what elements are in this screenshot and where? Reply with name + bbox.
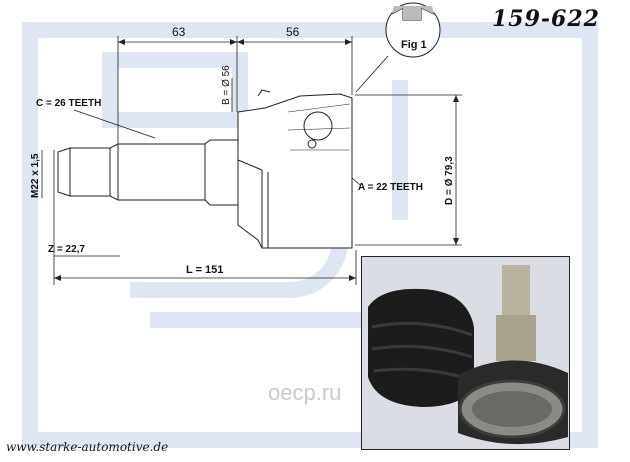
- cv-joint-drawing: [57, 89, 353, 249]
- dim-c-label: C = 26 TEETH: [36, 98, 101, 109]
- dim-56-label: 56: [286, 25, 300, 39]
- dimension-lines: [41, 36, 462, 285]
- dim-d-label: D = Ø 79,3: [444, 156, 455, 205]
- dim-l-label: L = 151: [186, 264, 223, 276]
- arrowheads: [54, 39, 459, 281]
- dim-b-label: B = Ø 56: [221, 65, 232, 105]
- product-photo: [361, 256, 570, 450]
- fig1-callout: [355, 2, 441, 93]
- cv-joint-photo: [362, 257, 569, 449]
- dim-z-label: Z = 22,7: [48, 244, 85, 255]
- dim-m-label: M22 x 1,5: [30, 153, 41, 198]
- website-url[interactable]: www.starke-automotive.de: [6, 440, 169, 454]
- site-watermark: oecp.ru: [268, 380, 342, 405]
- fig1-label: Fig 1: [401, 39, 427, 51]
- dim-63-label: 63: [172, 25, 186, 39]
- dim-a-label: A = 22 TEETH: [358, 182, 423, 193]
- part-number: 159-622: [492, 6, 600, 32]
